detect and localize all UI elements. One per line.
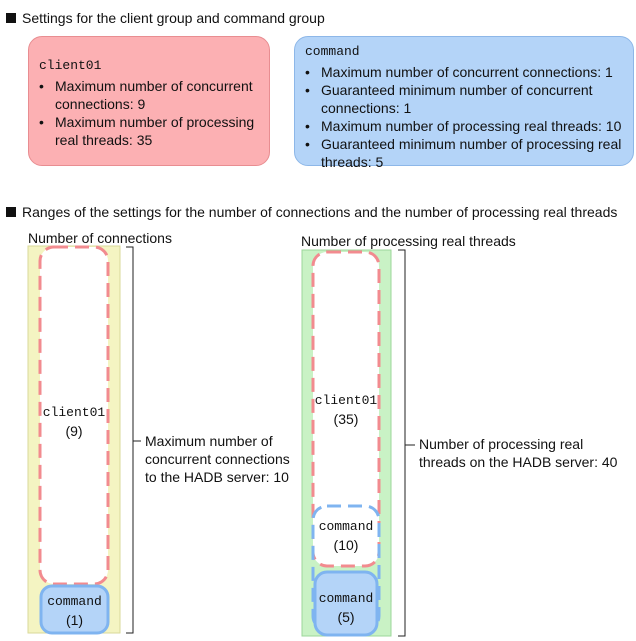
client01-threads-label: client01 (35) [314,393,378,427]
command-connections-label: command (1) [47,594,102,628]
client01-settings-list: Maximum number of concurrent connections… [39,77,259,149]
section-1-heading: Settings for the client group and comman… [6,10,325,26]
threads-bracket [398,249,415,637]
client01-max-connections: Maximum number of concurrent connections… [39,77,259,113]
client01-threads-region [311,250,381,568]
client01-connections-region [38,245,110,586]
client01-box-title: client01 [39,58,102,73]
command-max-connections: Maximum number of concurrent connections… [305,63,623,81]
command-min-connections: Guaranteed minimum number of concurrent … [305,81,623,117]
client01-settings-box: client01 Maximum number of concurrent co… [28,36,270,166]
section-2-heading: Ranges of the settings for the number of… [6,204,617,220]
command-box-title: command [305,44,360,59]
command-min-threads-region [313,570,379,637]
command-max-threads-label: command (10) [318,519,374,553]
command-min-threads-label: command (5) [318,591,374,625]
command-settings-list: Maximum number of concurrent connections… [305,63,623,171]
command-min-threads: Guaranteed minimum number of processing … [305,135,623,171]
client01-max-threads: Maximum number of processing real thread… [39,113,259,149]
threads-column-title: Number of processing real threads [301,233,516,249]
connections-bracket-label: Maximum number of concurrent connections… [145,433,290,485]
command-connections-region [39,584,110,635]
square-bullet-icon [6,207,16,217]
client01-connections-label: client01 (9) [42,405,106,439]
square-bullet-icon [6,13,16,23]
connections-column-title: Number of connections [28,230,172,246]
connections-bracket [126,246,141,634]
command-settings-box: command Maximum number of concurrent con… [294,36,634,170]
command-max-threads: Maximum number of processing real thread… [305,117,623,135]
threads-bracket-label: Number of processing real threads on the… [419,436,618,470]
